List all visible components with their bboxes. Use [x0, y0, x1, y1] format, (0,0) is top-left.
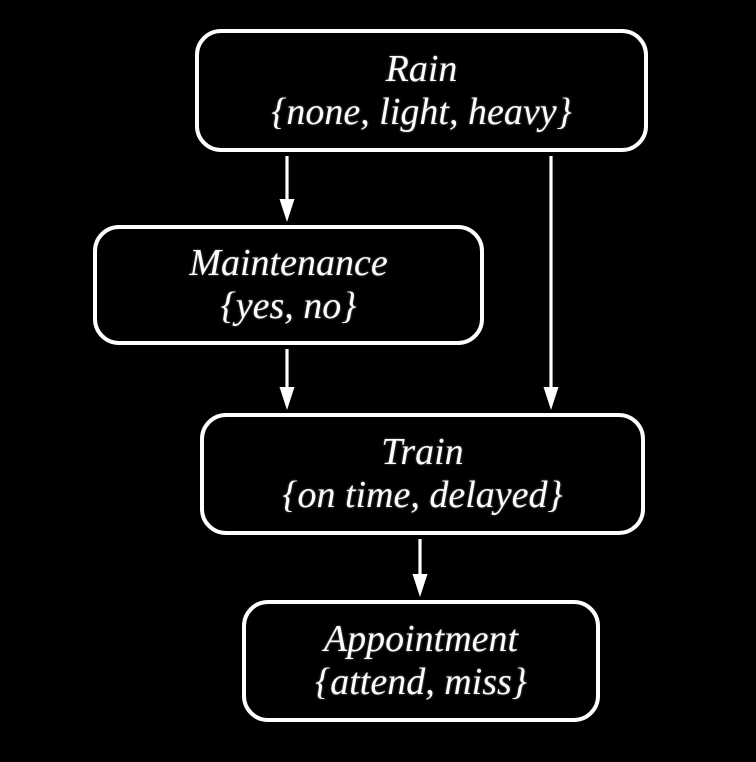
- node-maintenance-states: {yes, no}: [220, 285, 357, 327]
- node-rain[interactable]: Rain {none, light, heavy}: [195, 29, 648, 152]
- node-appointment-label: Appointment: [323, 618, 519, 661]
- node-maintenance[interactable]: Maintenance {yes, no}: [93, 225, 484, 345]
- node-appointment-states: {attend, miss}: [315, 661, 527, 703]
- node-maintenance-label: Maintenance: [189, 242, 388, 285]
- edge-maintenance-to-train: [279, 349, 295, 410]
- node-train-states: {on time, delayed}: [282, 474, 563, 516]
- node-appointment[interactable]: Appointment {attend, miss}: [242, 600, 600, 722]
- edge-rain-to-train: [543, 156, 559, 410]
- edge-train-to-appointment: [412, 539, 428, 597]
- edge-rain-to-maintenance: [279, 156, 295, 222]
- node-rain-label: Rain: [385, 47, 458, 90]
- node-train[interactable]: Train {on time, delayed}: [200, 413, 645, 535]
- node-train-label: Train: [381, 431, 464, 474]
- node-rain-states: {none, light, heavy}: [271, 90, 572, 133]
